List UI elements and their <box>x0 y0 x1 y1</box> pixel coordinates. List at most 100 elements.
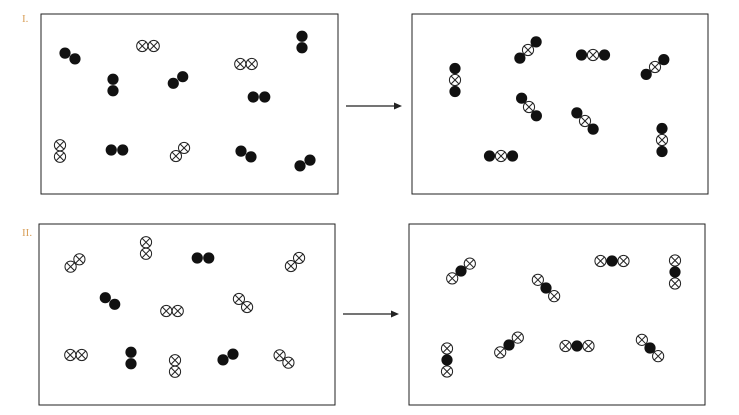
panel-1-reactants-box <box>40 13 339 195</box>
filled-atom <box>177 71 189 83</box>
diatomic-molecule <box>169 141 191 163</box>
crossed-atom <box>586 48 600 62</box>
filled-atom <box>191 252 203 264</box>
filled-atom <box>304 154 316 166</box>
filled-atom <box>107 85 119 97</box>
filled-atom <box>530 36 542 48</box>
filled-atom <box>203 252 215 264</box>
triatomic-molecule <box>516 92 542 122</box>
crossed-atom <box>73 253 86 266</box>
crossed-atom <box>284 259 298 273</box>
diatomic-molecule <box>191 252 215 264</box>
diatomic-molecule <box>217 348 239 366</box>
crossed-atom <box>177 141 191 155</box>
panel-2-products-box <box>408 223 706 406</box>
triatomic-molecule <box>494 331 524 359</box>
crossed-atom <box>282 356 295 369</box>
crossed-atom <box>139 236 153 249</box>
panel-1-label: I. <box>22 13 29 25</box>
triatomic-molecule <box>440 342 454 378</box>
filled-atom <box>571 340 583 352</box>
filled-atom <box>235 145 247 157</box>
diatomic-molecule <box>107 73 119 97</box>
triatomic-molecule <box>531 273 561 303</box>
crossed-atom <box>521 43 535 57</box>
filled-atom <box>506 150 519 162</box>
crossed-atom <box>136 39 149 53</box>
diatomic-molecule <box>59 47 81 65</box>
crossed-atom <box>548 290 561 303</box>
filled-atom <box>455 265 467 277</box>
diatomic-molecule <box>160 304 184 318</box>
filled-atom <box>587 123 599 135</box>
crossed-atom <box>494 346 507 359</box>
diatomic-molecule <box>64 348 88 362</box>
crossed-atom <box>648 60 662 74</box>
filled-atom <box>441 354 453 366</box>
right-arrow-icon <box>346 102 402 110</box>
diatomic-molecule <box>139 236 153 260</box>
filled-atom <box>109 298 121 310</box>
diatomic-molecule <box>232 292 254 314</box>
filled-atom <box>656 122 668 135</box>
crossed-atom <box>168 354 182 367</box>
crossed-atom <box>160 304 173 318</box>
filled-atom <box>107 73 119 85</box>
filled-atom <box>296 42 308 54</box>
diatomic-molecule <box>53 139 67 163</box>
diatomic-molecule <box>235 145 257 163</box>
triatomic-molecule <box>559 339 595 353</box>
filled-atom <box>227 348 239 360</box>
diatomic-molecule <box>136 39 160 53</box>
crossed-atom <box>594 254 607 268</box>
diatomic-molecule <box>64 253 86 273</box>
filled-atom <box>59 47 71 59</box>
crossed-atom <box>64 260 77 273</box>
triatomic-molecule <box>594 254 630 268</box>
right-arrow-icon <box>343 310 399 318</box>
triatomic-molecule <box>446 257 476 285</box>
filled-atom <box>483 150 496 162</box>
diatomic-molecule <box>294 154 316 172</box>
diatomic-molecule <box>273 349 295 369</box>
crossed-atom <box>245 57 258 71</box>
filled-atom <box>217 354 229 366</box>
crossed-atom <box>273 349 286 362</box>
crossed-atom <box>494 149 508 163</box>
filled-atom <box>669 266 681 278</box>
filled-atom <box>640 68 652 80</box>
diatomic-molecule <box>234 57 258 71</box>
triatomic-molecule <box>575 48 611 62</box>
crossed-atom <box>578 114 592 128</box>
triatomic-molecule <box>640 54 670 80</box>
filled-atom <box>516 92 528 104</box>
panel-2-label: II. <box>22 227 32 239</box>
crossed-atom <box>440 342 454 355</box>
filled-atom <box>644 342 656 354</box>
filled-atom <box>540 282 552 294</box>
filled-atom <box>658 54 670 66</box>
diatomic-molecule <box>125 346 137 370</box>
filled-atom <box>449 62 461 75</box>
triatomic-molecule <box>448 62 462 98</box>
triatomic-molecule <box>571 107 599 135</box>
diatomic-molecule <box>247 91 271 103</box>
crossed-atom <box>53 139 67 152</box>
diatomic-molecule <box>168 354 182 378</box>
filled-atom <box>294 160 306 172</box>
crossed-atom <box>668 277 682 290</box>
filled-atom <box>167 77 179 89</box>
filled-atom <box>247 91 259 103</box>
triatomic-molecule <box>668 254 682 290</box>
filled-atom <box>575 49 588 61</box>
crossed-atom <box>531 273 544 286</box>
crossed-atom <box>559 339 572 353</box>
filled-atom <box>606 255 618 267</box>
panel-1-products-box <box>411 13 709 195</box>
diatomic-molecule <box>296 30 308 54</box>
triatomic-molecule <box>655 122 669 158</box>
filled-atom <box>656 145 668 158</box>
triatomic-molecule <box>514 36 542 64</box>
triatomic-molecule <box>635 333 665 363</box>
